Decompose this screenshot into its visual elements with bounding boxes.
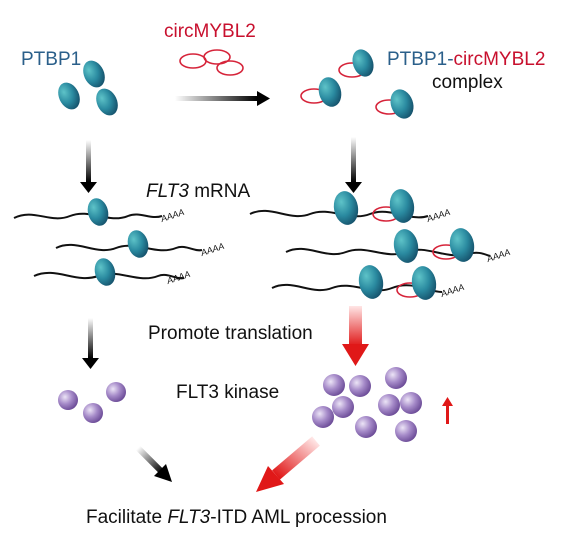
left-arrow-upper (80, 140, 97, 193)
right-mrna-complexes (333, 189, 475, 300)
ptbp1-protein (389, 189, 415, 223)
mrna-text: mRNA (188, 181, 251, 202)
red-arrow-translation (342, 306, 369, 366)
flt3-kinase (355, 416, 377, 438)
promote-translation-label: Promote translation (148, 323, 313, 344)
flt3-kinase (378, 394, 400, 416)
complex-word-label: complex (432, 72, 503, 93)
flt3-kinase (400, 392, 422, 414)
ptbp1-protein (393, 229, 419, 263)
ptbp1-proteins (58, 60, 118, 116)
increase-arrow (442, 397, 453, 424)
flt3-kinase (349, 375, 371, 397)
binding-arrow (175, 91, 270, 106)
ptbp1-protein (96, 88, 118, 116)
ptbp1-protein (358, 265, 384, 299)
circ-rna (179, 53, 207, 69)
poly-a-tail: AAAA (439, 282, 466, 299)
flt3-kinase (332, 396, 354, 418)
final-text-c: -ITD AML procession (210, 507, 387, 528)
poly-a-tail: AAAA (165, 269, 192, 286)
complex-label-circ: circMYBL2 (453, 49, 546, 70)
poly-a-tail: AAAA (199, 241, 226, 258)
mrna-strand (13, 212, 163, 220)
circmybl2-label: circMYBL2 (164, 21, 256, 42)
flt3-kinase (323, 374, 345, 396)
mrna-label: FLT3 mRNA (146, 182, 250, 201)
poly-a-tail: AAAA (485, 247, 512, 264)
ptbp1-label: PTBP1 (21, 49, 82, 70)
final-outcome-label: Facilitate FLT3-ITD AML procession (86, 508, 387, 527)
flt3-kinase (83, 403, 103, 423)
flt3-gene-text: FLT3 (146, 181, 189, 202)
flt3-kinase (58, 390, 78, 410)
flt3-kinase (312, 406, 334, 428)
ptbp1-protein (318, 77, 342, 107)
poly-a-tail: AAAA (159, 207, 186, 224)
complex-label: PTBP1-circMYBL2 (387, 50, 545, 69)
complex-label-ptbp1: PTBP1- (387, 49, 454, 70)
complex-proteins (300, 49, 414, 119)
ptbp1-protein (87, 198, 109, 226)
poly-a-tail: AAAA (425, 207, 452, 224)
flt3-kinase (395, 420, 417, 442)
final-text-flt3: FLT3 (167, 507, 211, 528)
flt3-kinase (106, 382, 126, 402)
flt3-kinase-label: FLT3 kinase (176, 382, 280, 403)
circ-rna (216, 60, 244, 76)
circ-rna (203, 49, 231, 65)
right-arrow-upper (345, 137, 362, 193)
ptbp1-protein (94, 258, 116, 286)
ptbp1-protein (352, 49, 374, 77)
ptbp1-protein (127, 230, 149, 258)
flt3-kinase (385, 367, 407, 389)
final-text-a: Facilitate (86, 507, 168, 528)
ptbp1-protein (449, 228, 475, 262)
left-diagonal-arrow (135, 445, 172, 482)
ptbp1-protein (58, 82, 80, 110)
left-arrow-lower (82, 318, 99, 369)
circmybl2-circles (179, 49, 244, 76)
ptbp1-protein (333, 191, 359, 225)
ptbp1-protein (390, 89, 414, 119)
ptbp1-protein (83, 60, 105, 88)
ptbp1-protein (411, 266, 437, 300)
left-kinases (58, 382, 126, 423)
right-diagonal-arrow (256, 436, 320, 492)
left-mrna-proteins (87, 198, 149, 286)
right-kinases (312, 367, 422, 442)
mrna-strand (33, 271, 185, 280)
